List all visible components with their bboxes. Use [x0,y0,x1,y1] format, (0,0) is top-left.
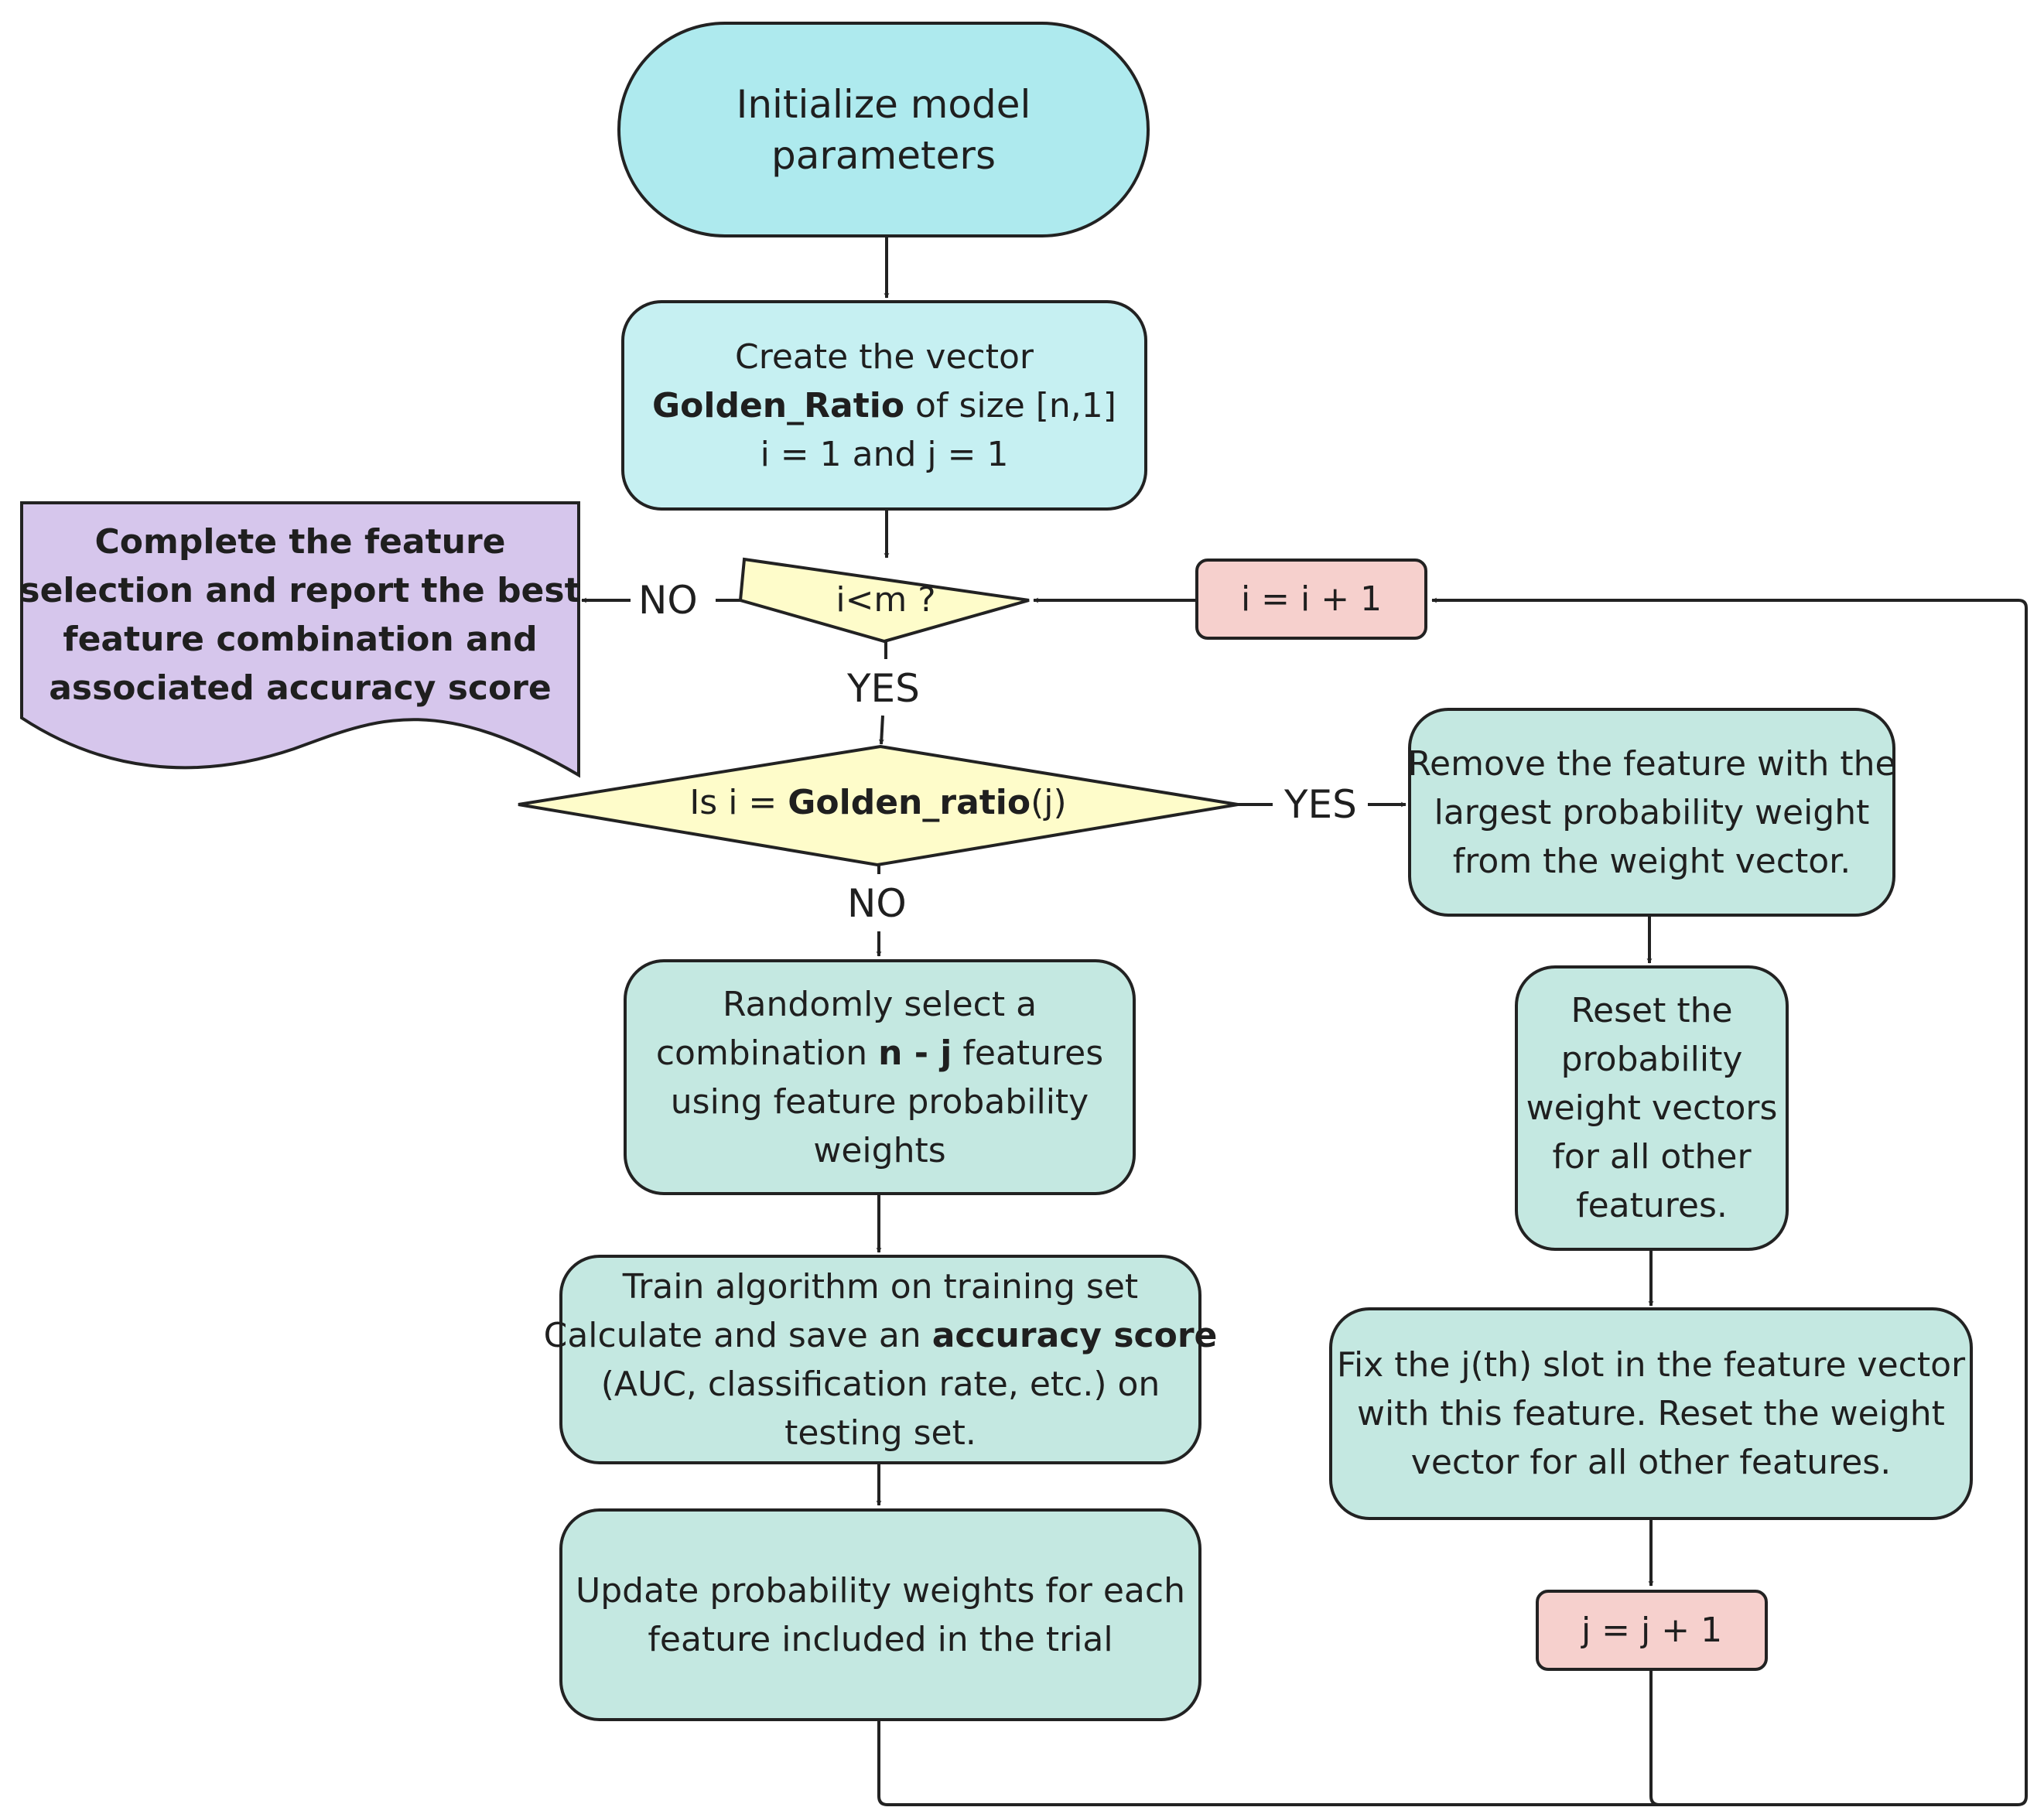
increment-i-text: i = i + 1 [1240,579,1383,619]
edge-label-yes-right: YES [1284,782,1357,827]
decision-golden-bold: Golden_ratio [788,783,1031,822]
train-line-2: Calculate and save an accuracy score [544,1311,1218,1360]
edge-label-yes-down: YES [847,666,920,711]
decision-golden-prefix: Is i = [689,783,788,822]
init-line-1: Initialize model [736,81,1031,127]
decision-golden-suffix: (j) [1031,783,1067,822]
random-line-2-post: features [952,1033,1104,1073]
init-terminal: Initialize model parameters [619,23,1148,236]
update-line-1: Update probability weights for each [576,1570,1185,1611]
fix-line-1: Fix the j(th) slot in the feature vector [1336,1345,1966,1385]
remove-line-3: from the weight vector. [1452,841,1851,881]
complete-line-2: selection and report the best [19,571,581,610]
complete-line-1: Complete the feature [94,522,506,562]
random-line-1: Randomly select a [722,984,1037,1024]
fix-line-2: with this feature. Reset the weight [1357,1394,1945,1433]
decision-golden-ratio: Is i = Golden_ratio(j) [619,781,1137,825]
complete-document-shape [20,501,580,778]
train-box: Train algorithm on training set Calculat… [544,1255,1217,1464]
random-line-2-bold: n - j [878,1033,952,1073]
edge-update-loop-back [877,597,2028,1806]
random-line-2-pre: combination [655,1033,879,1073]
increment-i-box: i = i + 1 [1195,559,1427,640]
remove-line-1: Remove the feature with the [1407,743,1896,784]
remove-line-2: largest probability weight [1434,792,1870,832]
decision-i-lt-m: i<m ? [836,580,936,620]
update-weights-box: Update probability weights for each feat… [559,1508,1201,1721]
reset-line-3: weight vectors [1526,1088,1778,1128]
edge-decision-yes-b [878,715,884,745]
update-line-2: feature included in the trial [648,1619,1113,1659]
random-line-4: weights [813,1130,946,1170]
train-line-4: testing set. [784,1413,976,1453]
complete-line-4: associated accuracy score [49,668,552,708]
train-line-3: (AUC, classification rate, etc.) on [600,1364,1160,1404]
create-vector-line-3: i = 1 and j = 1 [760,434,1009,474]
fix-line-3: vector for all other features. [1410,1443,1892,1482]
edge-increment-j-loop-back [1649,1671,1687,1806]
increment-j-box: j = j + 1 [1536,1590,1768,1671]
train-line-2-bold: accuracy score [931,1315,1218,1355]
reset-line-1: Reset the [1571,991,1733,1030]
create-vector-line-2: Golden_Ratio of size [n,1] [652,381,1116,430]
edge-label-no-down: NO [847,881,907,926]
train-line-2-pre: Calculate and save an [543,1315,932,1355]
edge-label-no-left: NO [638,578,698,623]
random-line-2: combination n - j features [656,1029,1103,1078]
reset-weights-box: Reset the probability weight vectors for… [1515,965,1789,1251]
train-line-1: Train algorithm on training set [622,1266,1139,1307]
init-terminal-shape [617,22,1150,237]
complete-line-3: feature combination and [63,620,538,659]
complete-document: Complete the feature selection and repor… [19,511,581,719]
reset-line-5: features. [1576,1186,1728,1225]
reset-line-4: for all other [1552,1137,1752,1177]
create-vector-line-1: Create the vector [735,336,1034,377]
reset-line-2: probability [1560,1040,1743,1079]
fix-slot-box: Fix the j(th) slot in the feature vector… [1329,1307,1973,1520]
init-line-2: parameters [771,132,996,178]
increment-j-text: j = j + 1 [1581,1611,1723,1650]
create-vector-box: Create the vector Golden_Ratio of size [… [621,300,1147,511]
remove-feature-box: Remove the feature with the largest prob… [1407,708,1896,917]
random-select-box: Randomly select a combination n - j feat… [624,959,1136,1195]
golden-ratio-name: Golden_Ratio [652,385,905,425]
random-line-3: using feature probability [670,1081,1089,1122]
create-vector-size: of size [n,1] [904,385,1116,425]
